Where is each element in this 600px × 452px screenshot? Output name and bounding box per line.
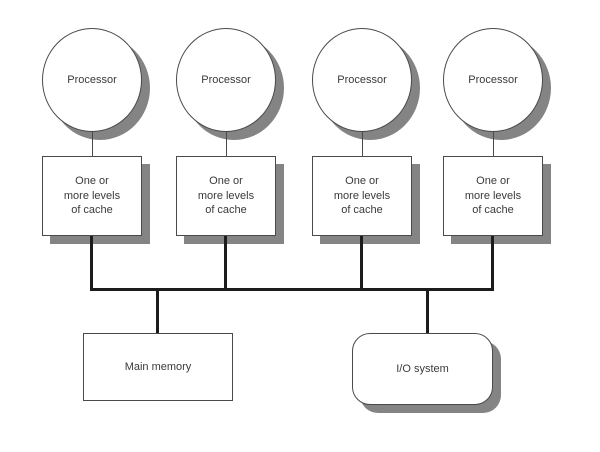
- processor-node: Processor: [176, 28, 276, 132]
- processor-cache-connector: [362, 131, 363, 157]
- cache-node: One or more levels of cache: [312, 156, 412, 236]
- io-system-label: I/O system: [396, 362, 449, 375]
- cache-label: One or more levels of cache: [464, 174, 522, 217]
- processor-label: Processor: [337, 73, 387, 86]
- processor-cache-connector: [493, 131, 494, 157]
- main-memory-node: Main memory: [83, 333, 233, 401]
- cache-bus-connector: [491, 236, 494, 290]
- cache-node: One or more levels of cache: [443, 156, 543, 236]
- cache-bus-connector: [224, 236, 227, 290]
- processor-cache-connector: [226, 131, 227, 157]
- cache-bus-connector: [90, 236, 93, 290]
- system-bus: [90, 288, 494, 291]
- main-memory-label: Main memory: [124, 360, 192, 373]
- cache-node: One or more levels of cache: [176, 156, 276, 236]
- cache-label: One or more levels of cache: [333, 174, 391, 217]
- io-system-node: I/O system: [352, 333, 493, 405]
- processor-node: Processor: [42, 28, 142, 132]
- processor-label: Processor: [201, 73, 251, 86]
- processor-node: Processor: [443, 28, 543, 132]
- processor-node: Processor: [312, 28, 412, 132]
- cache-bus-connector: [360, 236, 363, 290]
- processor-label: Processor: [67, 73, 117, 86]
- cache-label: One or more levels of cache: [63, 174, 121, 217]
- memory-bus-connector: [156, 290, 159, 333]
- io-bus-connector: [426, 290, 429, 333]
- cache-label: One or more levels of cache: [197, 174, 255, 217]
- processor-label: Processor: [468, 73, 518, 86]
- processor-cache-connector: [92, 131, 93, 157]
- cache-node: One or more levels of cache: [42, 156, 142, 236]
